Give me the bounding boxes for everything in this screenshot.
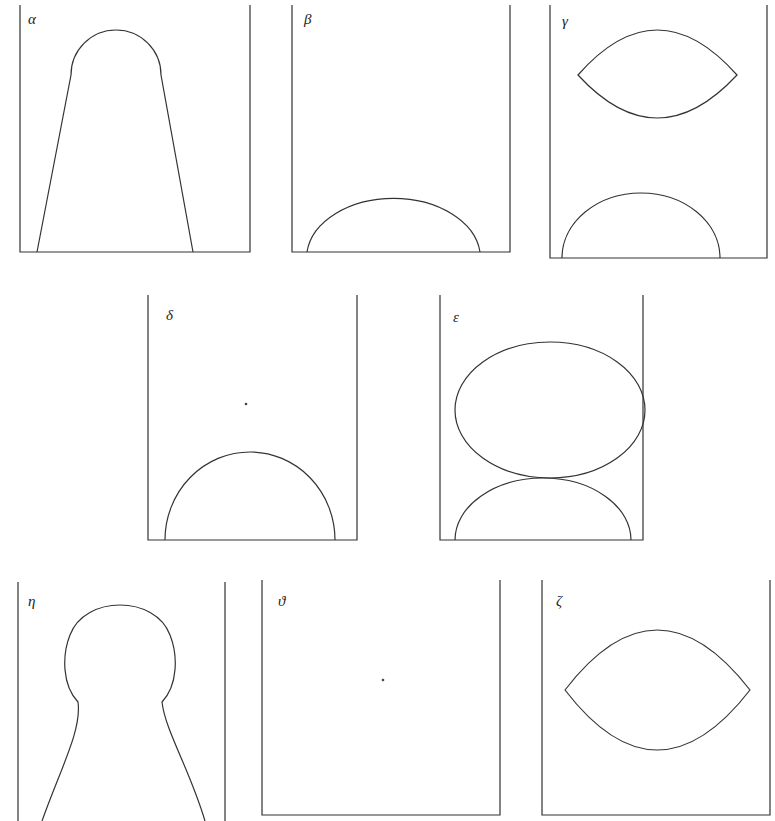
- vessel: [542, 580, 770, 815]
- panel-letter: ϑ: [278, 594, 285, 609]
- panel-letter: ε: [453, 310, 459, 325]
- drop-shape: [578, 30, 737, 118]
- drop-shape: [562, 193, 720, 258]
- panel-letter: β: [304, 12, 311, 27]
- dot: [245, 403, 248, 406]
- vessel: [262, 580, 500, 815]
- drop-shape: [165, 452, 335, 540]
- vessel: [550, 5, 767, 258]
- panel-letter: δ: [166, 308, 173, 323]
- drop-shape: [42, 605, 205, 821]
- vessel: [292, 5, 510, 252]
- panel-letter: η: [28, 594, 35, 609]
- drop-shape: [565, 630, 750, 750]
- panel-letter: α: [28, 12, 36, 27]
- panel-letter: ζ: [556, 594, 562, 609]
- drop-shape: [307, 198, 480, 252]
- vessel: [440, 295, 643, 540]
- drop-shape: [455, 342, 645, 478]
- drop-shape: [455, 478, 631, 540]
- vessel: [20, 5, 250, 252]
- dot: [382, 679, 385, 682]
- vessel: [148, 295, 357, 540]
- vessel: [18, 582, 225, 821]
- panel-letter: γ: [562, 14, 568, 29]
- drop-shape: [37, 30, 193, 252]
